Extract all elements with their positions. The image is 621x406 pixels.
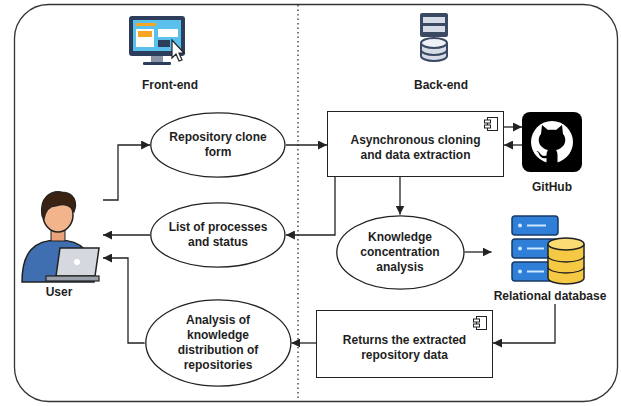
github-logo-part	[531, 121, 573, 163]
connector-arrow	[103, 145, 150, 200]
panel-frame-part	[15, 5, 618, 402]
backend-server-icon-part	[421, 50, 447, 55]
node-label: List of processes and status	[162, 220, 274, 250]
connector-arrow	[504, 144, 522, 145]
database-icon-part	[548, 267, 584, 273]
section-heading: Back-end	[414, 78, 468, 93]
process-ellipse: Analysis of knowledge distribution of re…	[145, 299, 292, 387]
ellipse-shape	[145, 300, 290, 386]
node-label: Analysis of knowledge distribution of re…	[168, 313, 268, 373]
database-icon-part	[548, 238, 584, 250]
database-icon-part	[548, 256, 584, 262]
frontend-monitor-icon-part	[172, 40, 184, 61]
node-label: User	[46, 285, 73, 300]
frontend-monitor-icon	[129, 16, 185, 65]
component-symbol-tab	[474, 319, 480, 322]
github-logo	[522, 112, 582, 172]
frontend-monitor-icon-part	[136, 29, 154, 47]
icon-node: User	[15, 186, 103, 300]
frontend-monitor-icon-part	[151, 56, 163, 62]
section-heading: Front-end	[142, 78, 198, 93]
database-icon	[512, 216, 584, 284]
connector-arrow	[399, 177, 400, 215]
user-icon-part	[42, 192, 76, 219]
connector-arrow	[286, 144, 327, 145]
user-icon-part	[74, 259, 80, 265]
component-box: Asynchronous cloning and data extraction	[327, 111, 504, 177]
ellipse-shape	[151, 203, 285, 267]
frontend-monitor-icon-part	[158, 40, 170, 47]
connector-arrow	[291, 342, 316, 343]
icon-node: GitHub	[522, 112, 582, 195]
frontend-monitor-icon-part	[136, 23, 156, 26]
connector-arrow	[504, 126, 522, 127]
backend-server-icon-part	[423, 17, 445, 23]
database-icon-part	[527, 248, 544, 250]
panel-frame	[15, 5, 618, 402]
frontend-monitor-icon-part	[158, 29, 178, 37]
user-icon	[22, 192, 99, 282]
component-symbol	[473, 316, 487, 330]
user-icon-part	[46, 276, 99, 281]
component-symbol-body	[477, 317, 487, 330]
connector-arrow	[103, 234, 150, 235]
divider-line	[298, 5, 299, 401]
component-symbol-tab	[485, 120, 491, 123]
component-box: Returns the extracted repository data	[316, 310, 493, 378]
frontend-monitor-icon-part	[138, 31, 152, 37]
process-ellipse: List of processes and status	[150, 202, 286, 268]
node-label: GitHub	[532, 180, 572, 195]
process-ellipse: Repository clone form	[150, 112, 286, 178]
component-symbol-tab	[474, 324, 480, 327]
component-symbol-tab	[485, 125, 491, 128]
node-label: Knowledge concentration analysis	[353, 230, 448, 275]
node-label: Relational database	[494, 289, 607, 304]
connector-arrow	[493, 304, 555, 343]
database-icon-part	[518, 224, 522, 228]
database-icon-part	[518, 270, 522, 274]
user-icon-part	[56, 248, 99, 276]
node-label: Asynchronous cloning and data extraction	[343, 133, 488, 163]
connector-arrow	[464, 251, 491, 252]
database-icon-part	[518, 247, 522, 251]
github-logo-part	[522, 112, 582, 172]
frontend-monitor-icon-part	[143, 62, 171, 65]
component-symbol	[484, 117, 498, 131]
component-symbol-body	[488, 118, 498, 131]
icon-node: Relational database	[492, 214, 609, 304]
connector-arrow	[286, 177, 335, 235]
database-icon-part	[527, 271, 544, 273]
ellipse-shape	[151, 113, 285, 177]
backend-server-icon-part	[423, 26, 445, 32]
process-ellipse: Knowledge concentration analysis	[336, 215, 465, 290]
backend-server-icon	[420, 13, 448, 61]
connector-arrow	[103, 258, 145, 343]
database-icon-part	[512, 216, 558, 235]
ellipse-shape	[336, 215, 463, 288]
divider-line-part	[297, 5, 298, 401]
backend-server-icon-part	[421, 38, 447, 48]
node-label: Repository clone form	[162, 130, 274, 160]
database-icon-part	[527, 225, 546, 227]
node-label: Returns the extracted repository data	[332, 333, 477, 363]
github-logo-part	[536, 125, 565, 164]
backend-server-icon-part	[420, 13, 448, 37]
